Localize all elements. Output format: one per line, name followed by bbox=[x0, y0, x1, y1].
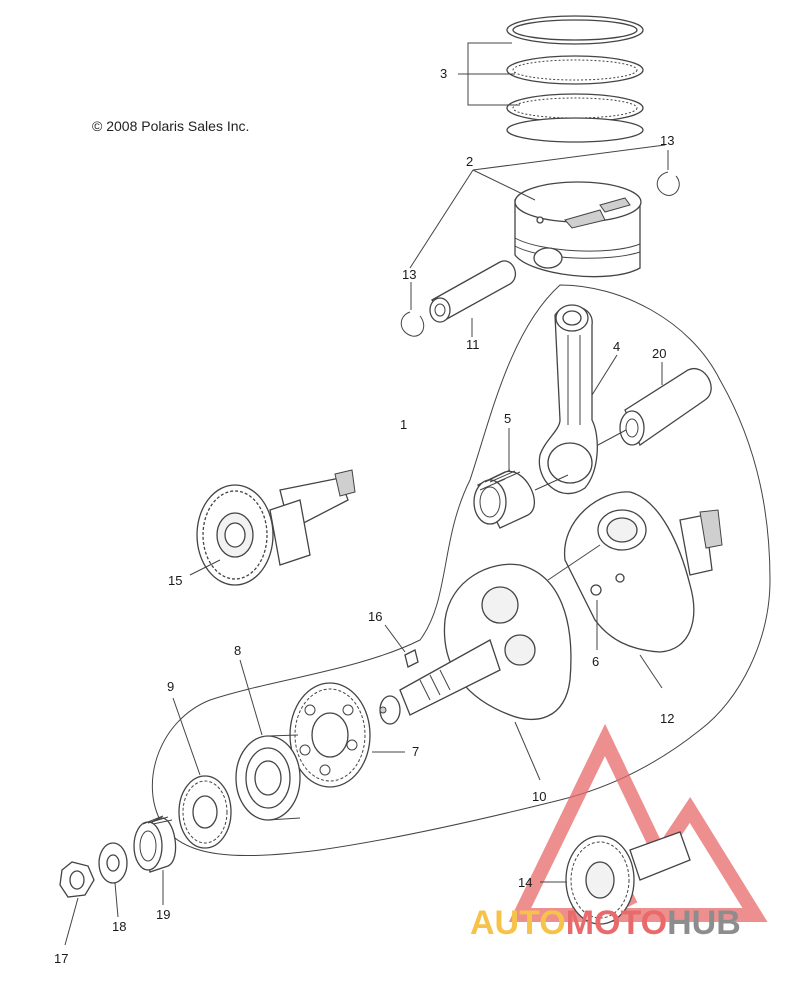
balance-shaft-14 bbox=[565, 831, 691, 925]
callout-13-right: 13 bbox=[660, 133, 675, 148]
callout-20: 20 bbox=[652, 346, 667, 361]
crank-assembly-outline bbox=[151, 284, 771, 857]
leader-10 bbox=[514, 721, 541, 781]
dowel bbox=[590, 584, 602, 596]
callout-12: 12 bbox=[660, 711, 675, 726]
circlip-right bbox=[656, 171, 680, 196]
callout-3: 3 bbox=[440, 66, 448, 81]
callout-15: 15 bbox=[168, 573, 183, 588]
circlip-left bbox=[400, 311, 425, 337]
leader-15 bbox=[189, 559, 221, 576]
callout-11: 11 bbox=[466, 337, 480, 352]
watermark-moto: MOTO bbox=[565, 904, 668, 942]
leader-18 bbox=[114, 882, 119, 918]
callout-19: 19 bbox=[156, 907, 171, 922]
callout-13-left: 13 bbox=[402, 267, 417, 282]
copyright-notice: © 2008 Polaris Sales Inc. bbox=[92, 118, 250, 134]
leader-3 bbox=[458, 42, 520, 106]
balance-shaft-15 bbox=[196, 469, 356, 586]
callout-1: 1 bbox=[400, 417, 408, 432]
leader-2 bbox=[409, 144, 666, 269]
watermark-auto: AUTO bbox=[470, 904, 566, 942]
callout-8: 8 bbox=[234, 643, 242, 658]
gear-7 bbox=[289, 682, 371, 788]
callout-18: 18 bbox=[112, 919, 127, 934]
piston bbox=[514, 181, 642, 278]
connecting-rod bbox=[538, 304, 598, 495]
watermark-text: AUTOMOTOHUB bbox=[470, 904, 741, 943]
watermark-logo bbox=[508, 723, 768, 922]
piston-pin bbox=[429, 260, 516, 323]
callout-5: 5 bbox=[504, 411, 512, 426]
leader-9 bbox=[172, 697, 201, 776]
crank-half-right bbox=[564, 491, 723, 653]
crank-pin bbox=[619, 367, 712, 446]
callout-16: 16 bbox=[368, 609, 383, 624]
callout-10: 10 bbox=[532, 789, 547, 804]
callout-4: 4 bbox=[613, 339, 621, 354]
gear-9 bbox=[178, 775, 232, 849]
needle-bearing-5 bbox=[473, 469, 535, 529]
leader-16 bbox=[384, 624, 406, 653]
nut-17 bbox=[59, 861, 95, 898]
crank-half-left bbox=[379, 563, 572, 725]
callout-17: 17 bbox=[54, 951, 69, 966]
leader-4 bbox=[591, 354, 618, 396]
callout-9: 9 bbox=[167, 679, 175, 694]
woodruff-key bbox=[404, 649, 419, 668]
callout-6: 6 bbox=[592, 654, 600, 669]
needle-bearing-19 bbox=[133, 815, 177, 873]
callout-2: 2 bbox=[466, 154, 474, 169]
bearing-8 bbox=[235, 734, 301, 821]
callout-14: 14 bbox=[518, 875, 533, 890]
leader-5 bbox=[508, 428, 569, 491]
callout-7: 7 bbox=[412, 744, 420, 759]
piston-rings bbox=[506, 15, 644, 143]
watermark-hub: HUB bbox=[667, 904, 741, 942]
washer-18 bbox=[98, 842, 128, 884]
leader-8 bbox=[239, 659, 263, 736]
leader-12 bbox=[639, 654, 663, 689]
leader-17 bbox=[64, 897, 79, 946]
